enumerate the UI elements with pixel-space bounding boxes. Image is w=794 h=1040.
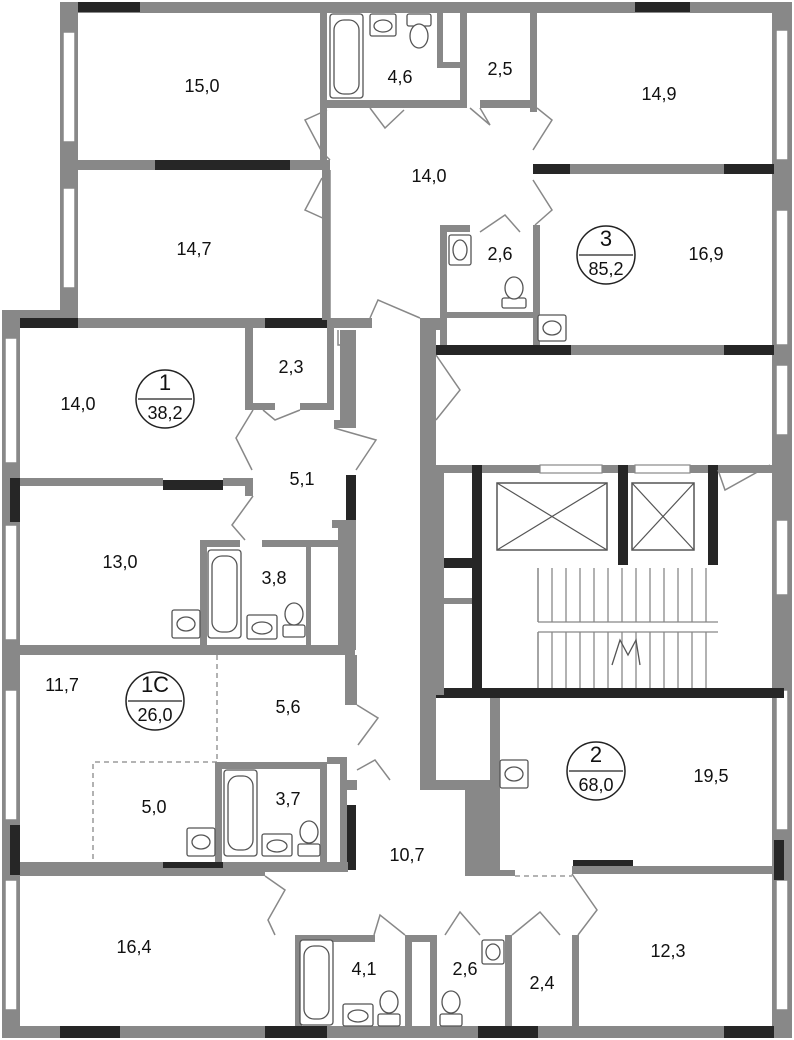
room-area: 2,6 [452, 959, 477, 979]
room-area: 14,9 [641, 84, 676, 104]
room-area: 5,1 [289, 469, 314, 489]
room-area: 15,0 [184, 76, 219, 96]
room-area: 3,8 [261, 568, 286, 588]
corridor [329, 170, 355, 346]
studio-partitions [92, 655, 218, 862]
room-area: 14,0 [411, 166, 446, 186]
room-area: 2,3 [278, 357, 303, 377]
apartment-number: 2 [590, 742, 602, 767]
room-area: 4,1 [351, 959, 376, 979]
apartment-area: 26,0 [137, 705, 172, 725]
interior-walls [20, 12, 784, 1026]
apartment-number: 1 [159, 370, 171, 395]
room-area: 2,4 [529, 973, 554, 993]
apartment-area: 85,2 [588, 259, 623, 279]
apartment-number: 1C [141, 672, 169, 697]
room-area: 2,6 [487, 244, 512, 264]
apartment-badge-1c: 1C 26,0 [125, 671, 185, 731]
room-area: 10,7 [389, 845, 424, 865]
room-area: 4,6 [387, 67, 412, 87]
apartment-badge-2: 2 68,0 [566, 741, 626, 801]
windows [4, 29, 789, 1011]
elevators [496, 464, 695, 551]
doors [231, 107, 771, 936]
room-area: 14,7 [176, 239, 211, 259]
apartment-area: 38,2 [147, 403, 182, 423]
room-area: 5,6 [275, 697, 300, 717]
staircase [537, 568, 718, 688]
room-area: 12,3 [650, 941, 685, 961]
room-areas: 15,0 4,6 2,5 14,9 14,0 14,7 2,6 16,9 14,… [45, 59, 728, 993]
room-area: 19,5 [693, 766, 728, 786]
apartment-area: 68,0 [578, 775, 613, 795]
room-area: 2,5 [487, 59, 512, 79]
room-area: 5,0 [141, 797, 166, 817]
load-bearing-walls [10, 2, 784, 1038]
room-area: 14,0 [60, 394, 95, 414]
room-area: 13,0 [102, 552, 137, 572]
room-area: 11,7 [45, 675, 79, 695]
room-area: 16,9 [688, 244, 723, 264]
room-area: 3,7 [275, 789, 300, 809]
plumbing-fixtures [171, 13, 567, 1027]
apartment-badge-3: 3 85,2 [576, 225, 636, 285]
apartment-badge-1: 1 38,2 [135, 369, 195, 429]
room-area: 16,4 [116, 937, 151, 957]
apartment-number: 3 [600, 226, 612, 251]
